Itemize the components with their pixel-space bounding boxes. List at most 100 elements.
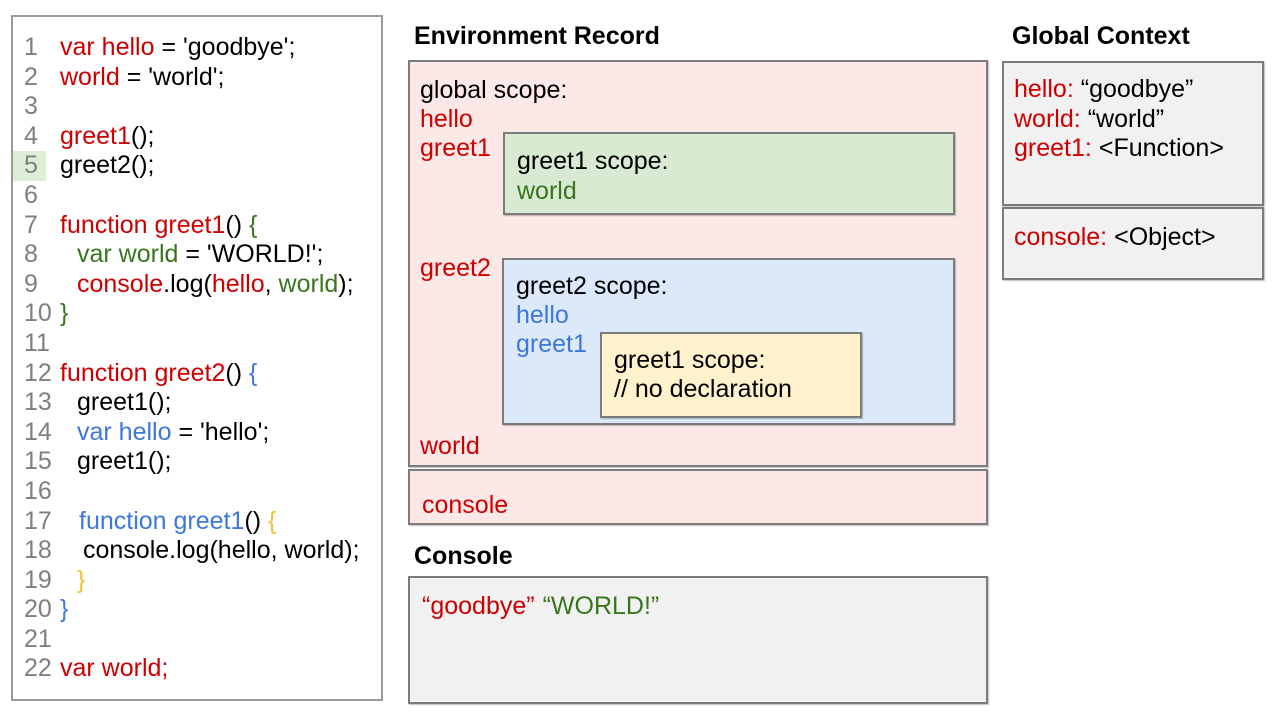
line-number: 2 bbox=[24, 62, 38, 91]
code-line: 8 var world = 'WORLD!'; bbox=[13, 240, 381, 270]
code-line: 1 var hello = 'goodbye'; bbox=[13, 33, 381, 63]
code-line-text: var hello = 'hello'; bbox=[77, 417, 270, 446]
line-number: 6 bbox=[24, 180, 38, 209]
greet1-inner-scope-box: greet1 scope: // no declaration bbox=[600, 332, 862, 418]
code-line-text: } bbox=[77, 565, 86, 594]
line-number: 15 bbox=[24, 447, 52, 476]
env-console-label: console bbox=[422, 491, 509, 519]
global-context-console-box: console:<Object> bbox=[1002, 207, 1264, 280]
line-number: 13 bbox=[24, 388, 52, 417]
context-row-world: world:“world” bbox=[1014, 105, 1262, 135]
code-line: 2 world = 'world'; bbox=[13, 63, 381, 93]
code-line: 14 var hello = 'hello'; bbox=[13, 418, 381, 448]
console-heading: Console bbox=[414, 542, 513, 570]
code-line: 21 bbox=[13, 625, 381, 655]
line-number: 20 bbox=[24, 595, 52, 624]
global-context-variables-box: hello:“goodbye” world:“world” greet1:<Fu… bbox=[1002, 61, 1264, 206]
line-number: 14 bbox=[24, 417, 52, 446]
code-line: 15 greet1(); bbox=[13, 447, 381, 477]
context-var-value: “world” bbox=[1087, 104, 1165, 133]
greet2-scope-var-hello: hello bbox=[516, 301, 569, 329]
code-line: 9 console.log(hello, world); bbox=[13, 270, 381, 300]
context-var-name: world: bbox=[1014, 104, 1081, 133]
greet2-scope-box: greet2 scope: hello greet1 greet1 scope:… bbox=[502, 258, 955, 425]
code-line: 6 bbox=[13, 181, 381, 211]
no-declaration-comment: // no declaration bbox=[614, 375, 792, 403]
code-line: 20} bbox=[13, 595, 381, 625]
greet1-scope-box: greet1 scope: world bbox=[503, 132, 955, 215]
line-number: 17 bbox=[24, 506, 52, 535]
line-number: 1 bbox=[24, 33, 38, 61]
line-number: 10 bbox=[24, 299, 52, 328]
code-line-text: greet1(); bbox=[77, 447, 172, 476]
code-line: 19} bbox=[13, 566, 381, 596]
code-line-text: greet1(); bbox=[77, 388, 172, 417]
context-var-name: console: bbox=[1014, 223, 1108, 251]
console-log-arg2: “WORLD!” bbox=[542, 592, 660, 620]
context-var-name: greet1: bbox=[1014, 134, 1092, 162]
greet1-scope-label: greet1 scope: bbox=[517, 147, 669, 175]
line-number: 4 bbox=[24, 121, 38, 150]
code-line: 12 function greet2() { bbox=[13, 359, 381, 389]
context-var-value: <Object> bbox=[1114, 223, 1216, 251]
code-line: 4 greet1(); bbox=[13, 122, 381, 152]
line-number: 8 bbox=[24, 240, 38, 269]
env-var-hello: hello bbox=[420, 105, 473, 133]
greet1-scope-var-world: world bbox=[517, 177, 577, 205]
code-line-text: greet1(); bbox=[60, 121, 155, 150]
line-number: 11 bbox=[24, 328, 50, 357]
environment-record-heading: Environment Record bbox=[414, 22, 660, 50]
code-line-text: console.log(hello, world); bbox=[77, 269, 354, 298]
context-row-hello: hello:“goodbye” bbox=[1014, 75, 1262, 105]
line-number: 22 bbox=[24, 654, 52, 683]
context-row-console: console:<Object> bbox=[1014, 223, 1262, 253]
line-number: 19 bbox=[24, 565, 52, 594]
env-var-world: world bbox=[420, 432, 480, 460]
code-line-text: function greet1() { bbox=[60, 210, 258, 239]
code-line: 7 function greet1() { bbox=[13, 211, 381, 241]
env-var-greet1: greet1 bbox=[420, 134, 491, 162]
code-line-text: function greet2() { bbox=[60, 358, 258, 387]
line-number: 7 bbox=[24, 210, 38, 239]
line-number: 16 bbox=[24, 476, 52, 505]
greet1-inner-scope-label: greet1 scope: bbox=[614, 346, 766, 374]
line-number: 5 bbox=[13, 151, 60, 181]
code-line: 13 greet1(); bbox=[13, 388, 381, 418]
code-lines: 1 var hello = 'goodbye'; 2 world = 'world';… bbox=[13, 33, 381, 684]
code-line: 3 bbox=[13, 92, 381, 122]
line-number: 9 bbox=[24, 269, 38, 298]
context-var-name: hello: bbox=[1014, 75, 1074, 103]
global-scope-box: global scope: hello greet1 greet2 world … bbox=[408, 60, 988, 467]
env-var-greet2: greet2 bbox=[420, 254, 491, 282]
console-log-arg1: “goodbye” bbox=[422, 592, 535, 620]
code-line-text: var world; bbox=[60, 654, 169, 683]
greet2-scope-label: greet2 scope: bbox=[516, 272, 668, 300]
code-line: 10} bbox=[13, 299, 381, 329]
code-line-text: greet2(); bbox=[60, 151, 155, 180]
context-var-value: “goodbye” bbox=[1080, 75, 1194, 103]
context-var-value: <Function> bbox=[1098, 134, 1224, 162]
line-number: 21 bbox=[24, 624, 52, 653]
line-number: 3 bbox=[24, 92, 38, 121]
code-line-text: } bbox=[60, 299, 69, 328]
env-console-row: console bbox=[408, 469, 988, 525]
line-number: 12 bbox=[24, 358, 52, 387]
code-line: 17 function greet1() { bbox=[13, 507, 381, 537]
code-editor-panel: 1 var hello = 'goodbye'; 2 world = 'world';… bbox=[11, 15, 383, 701]
global-context-heading: Global Context bbox=[1012, 22, 1190, 50]
console-output-box: “goodbye”“WORLD!” bbox=[408, 576, 988, 704]
code-line-text: function greet1() { bbox=[79, 506, 277, 535]
code-line: 18 console.log(hello, world); bbox=[13, 536, 381, 566]
code-line-text: world = 'world'; bbox=[60, 62, 225, 91]
code-line: 16 bbox=[13, 477, 381, 507]
global-scope-label: global scope: bbox=[420, 76, 568, 104]
line-number: 18 bbox=[24, 536, 52, 565]
code-line-text: var world = 'WORLD!'; bbox=[77, 240, 324, 269]
code-line-text: } bbox=[60, 595, 69, 624]
context-row-greet1: greet1:<Function> bbox=[1014, 134, 1262, 164]
code-line-text: var hello = 'goodbye'; bbox=[60, 33, 296, 61]
greet2-scope-var-greet1: greet1 bbox=[516, 330, 587, 358]
code-line-text: console.log(hello, world); bbox=[83, 536, 360, 565]
